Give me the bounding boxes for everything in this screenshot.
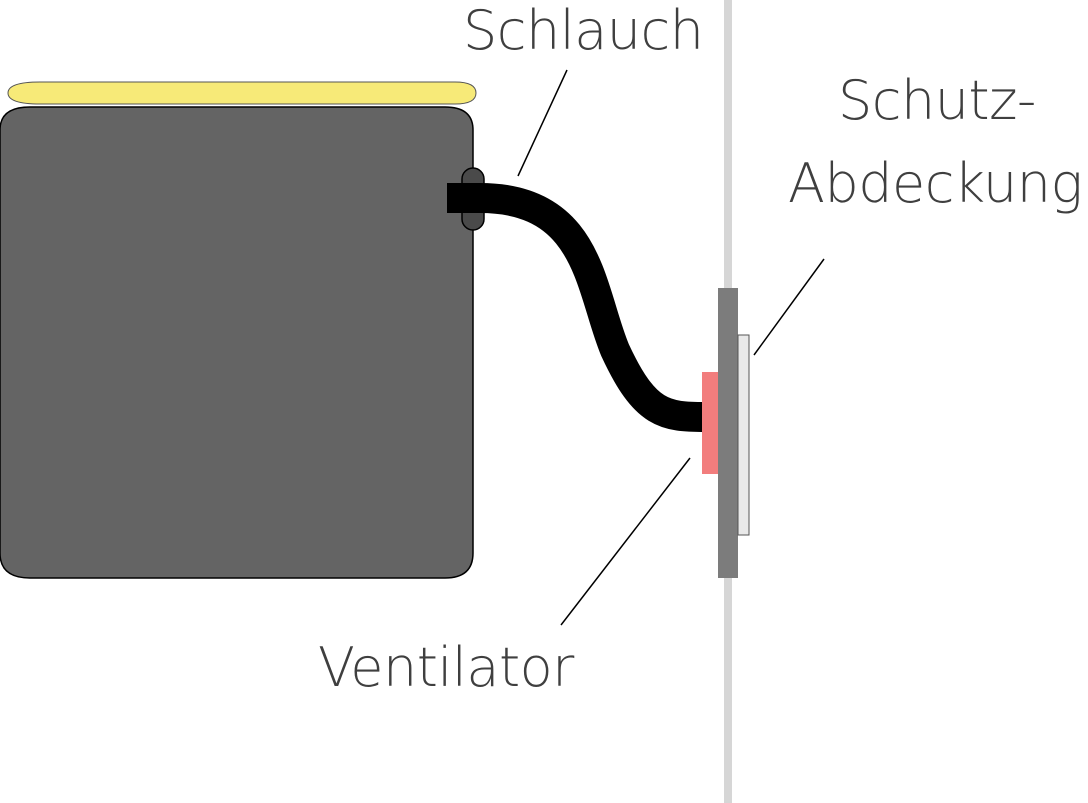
cover-label-line1: Schutz- [838, 69, 1036, 132]
mount-plate [718, 288, 738, 578]
container-body [0, 106, 474, 579]
protective-cover [737, 334, 750, 536]
cover-label-line2: Abdeckung [788, 152, 1083, 215]
hose [447, 183, 707, 432]
hose-label: Schlauch [463, 0, 704, 62]
fan [702, 372, 720, 474]
container-lid [7, 81, 477, 105]
hose-leader-line [517, 69, 568, 177]
fan-label: Ventilator [318, 636, 574, 699]
fan-leader-line [560, 457, 691, 626]
cover-leader-line [753, 258, 825, 356]
